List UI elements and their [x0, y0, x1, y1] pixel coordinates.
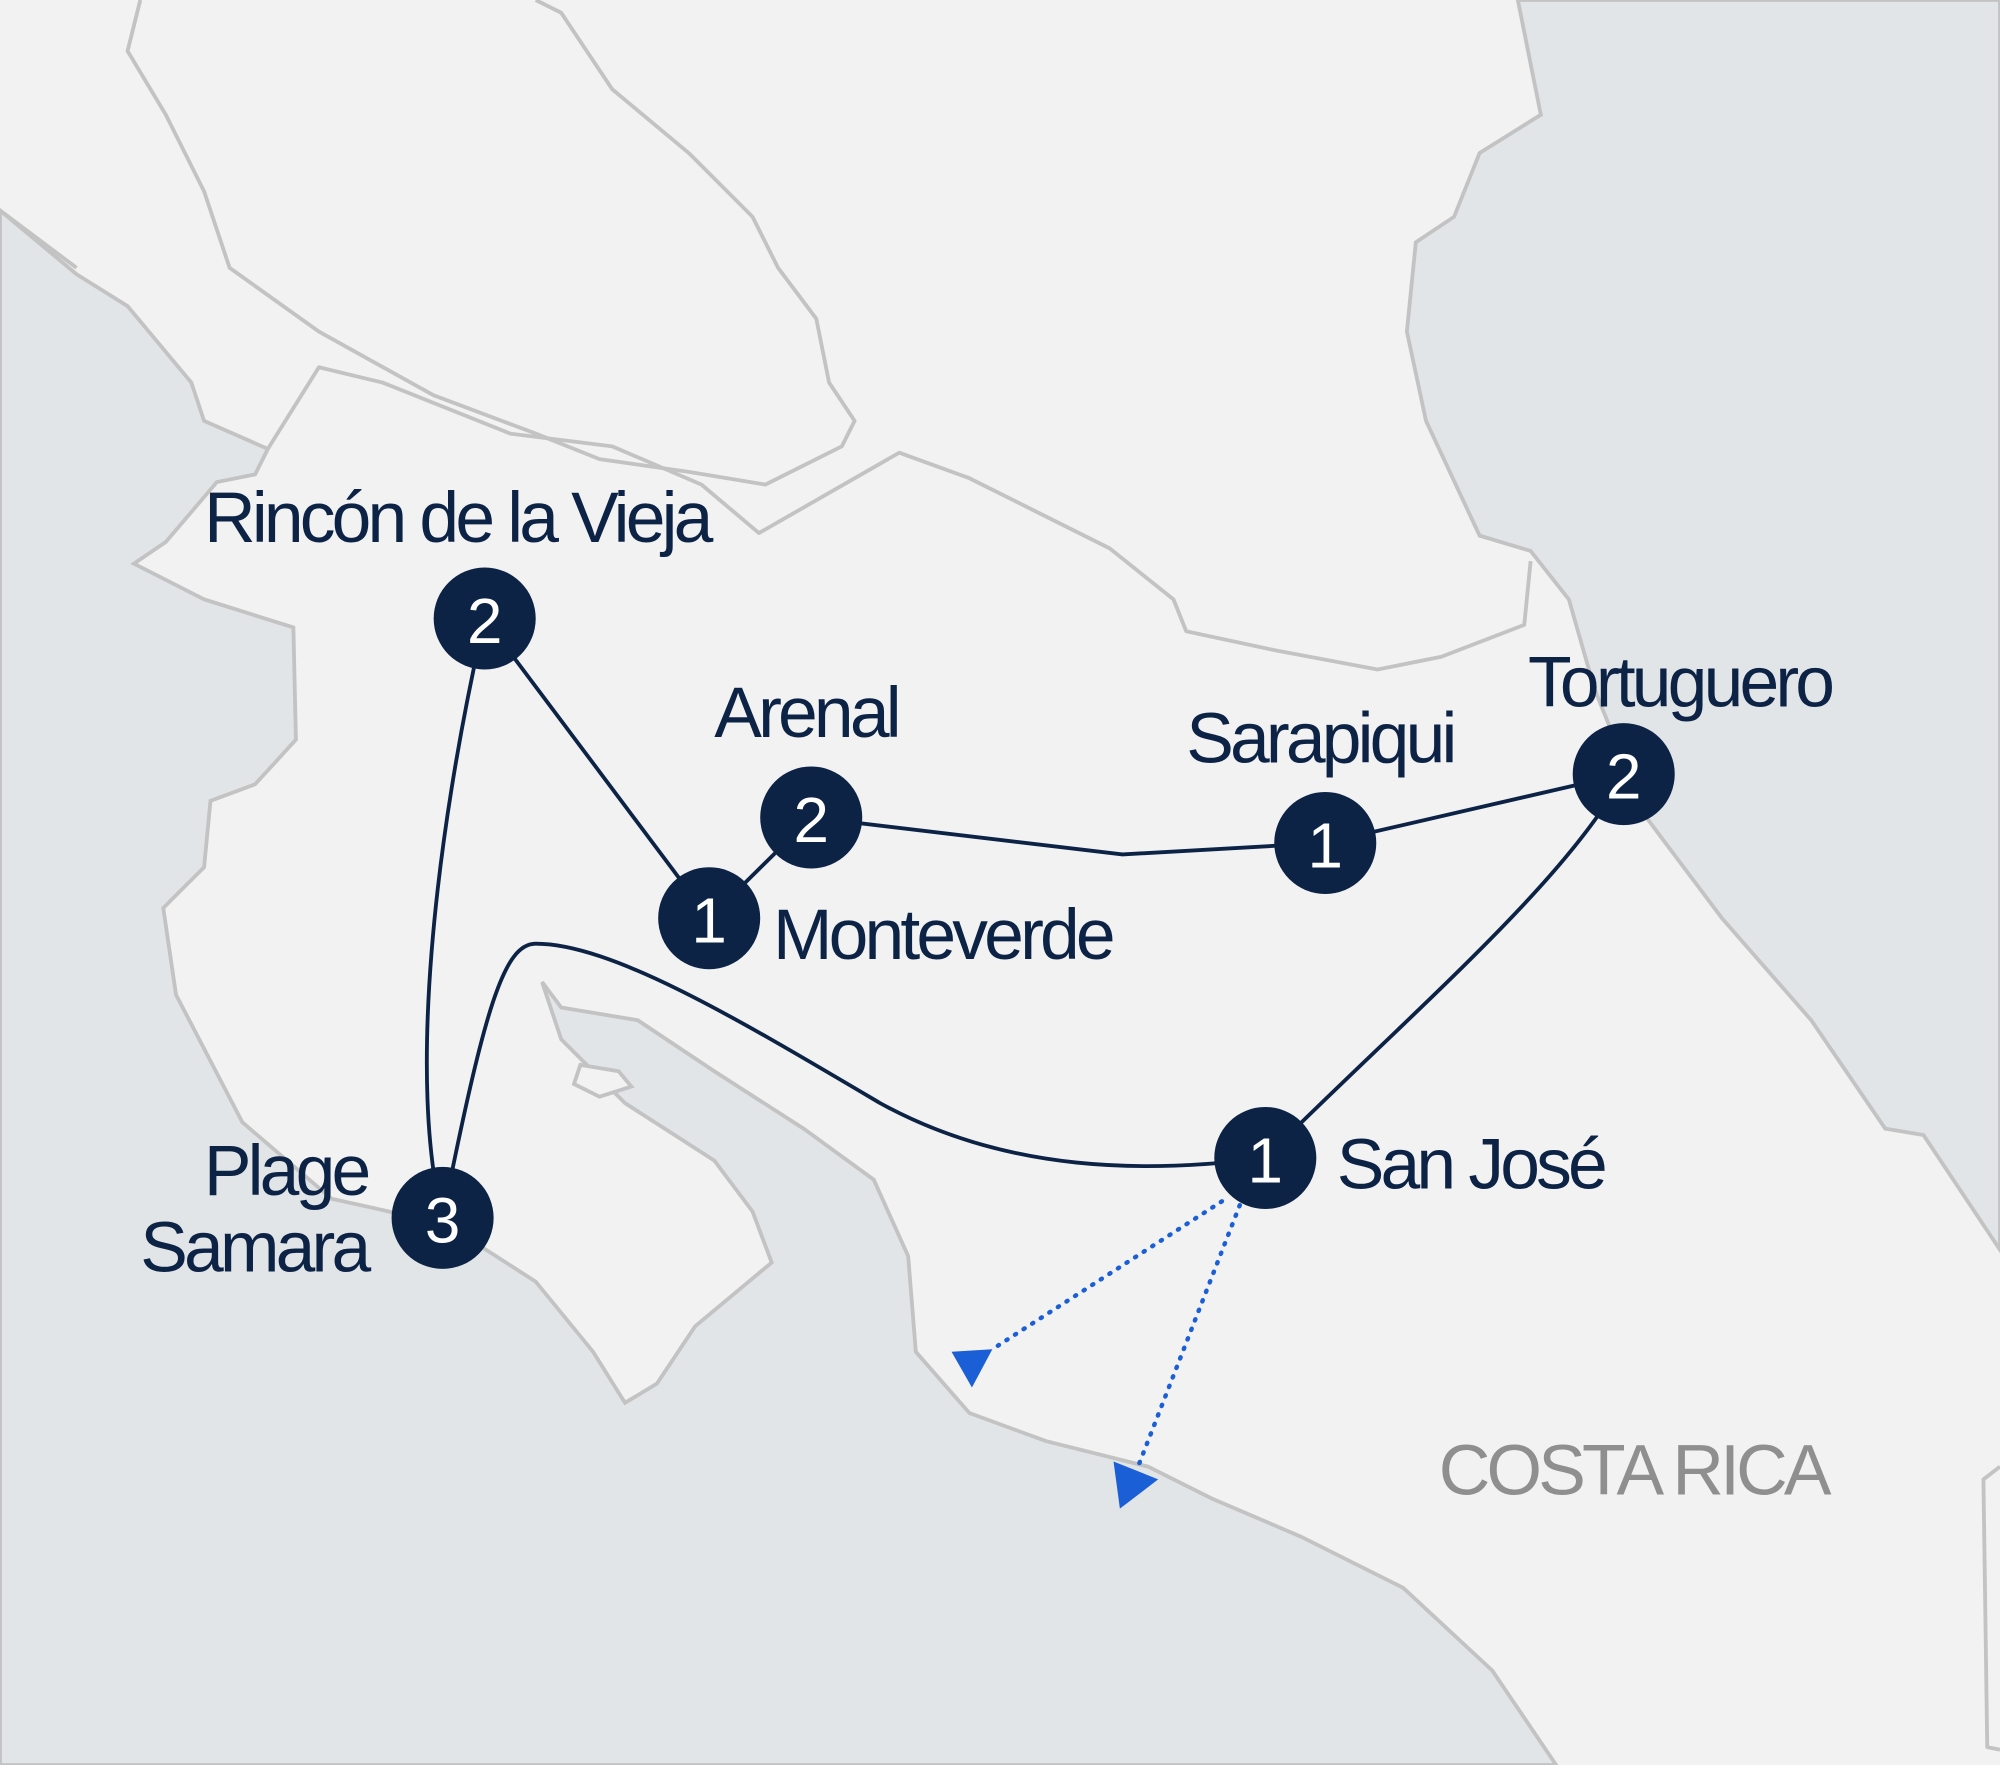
stop-label: Monteverde — [773, 895, 1113, 975]
panama-border — [1981, 1465, 2000, 1752]
stop-label-line1: Plage — [204, 1131, 369, 1211]
stop-rincon-de-la-vieja[interactable]: 2 Rincón de la Vieja — [204, 478, 717, 670]
country-label: COSTA RICA — [1439, 1431, 1832, 1511]
lake-shore — [0, 0, 857, 487]
route-sarapiqui-tortuguero — [1324, 772, 1625, 845]
stop-label: Tortuguero — [1528, 643, 1832, 723]
excursion-arrow-south — [1113, 1461, 1159, 1509]
nights-count: 2 — [1606, 741, 1641, 813]
stop-label-line2: Samara — [140, 1207, 371, 1287]
excursion-arrow-west — [951, 1349, 993, 1388]
route-rincon-samara — [424, 618, 487, 1219]
gulf-island — [571, 1062, 635, 1099]
stop-label: San José — [1337, 1125, 1605, 1205]
nights-count: 2 — [467, 585, 502, 657]
stop-label: Sarapiqui — [1186, 699, 1453, 779]
stop-san-jose[interactable]: 1 San José — [1214, 1106, 1609, 1209]
nights-count: 1 — [691, 885, 726, 957]
excursion-route-west — [990, 1199, 1225, 1352]
route-tortuguero-sanjose — [1263, 773, 1626, 1160]
nights-count: 1 — [1308, 810, 1343, 882]
route-rincon-monteverde — [483, 617, 711, 920]
stop-tortuguero[interactable]: 2 Tortuguero — [1528, 643, 1836, 826]
stop-label: Arenal — [714, 673, 897, 753]
caribbean-sea — [1404, 0, 2000, 1254]
nights-count: 3 — [425, 1184, 460, 1256]
stop-monteverde[interactable]: 1 Monteverde — [658, 867, 1117, 975]
stop-label: Rincón de la Vieja — [204, 478, 714, 558]
stop-sarapiqui[interactable]: 1 Sarapiqui — [1186, 699, 1457, 894]
nights-count: 1 — [1248, 1125, 1283, 1197]
route-arenal-sarapiqui — [810, 815, 1326, 857]
stop-arenal[interactable]: 2 Arenal — [714, 673, 902, 869]
nights-count: 2 — [793, 784, 828, 856]
nicaragua-border — [266, 365, 1533, 672]
stop-plage-samara[interactable]: 3 Plage Samara — [140, 1131, 494, 1288]
pacific-ocean — [0, 207, 1559, 1765]
route-samara-sanjose — [440, 941, 1266, 1219]
